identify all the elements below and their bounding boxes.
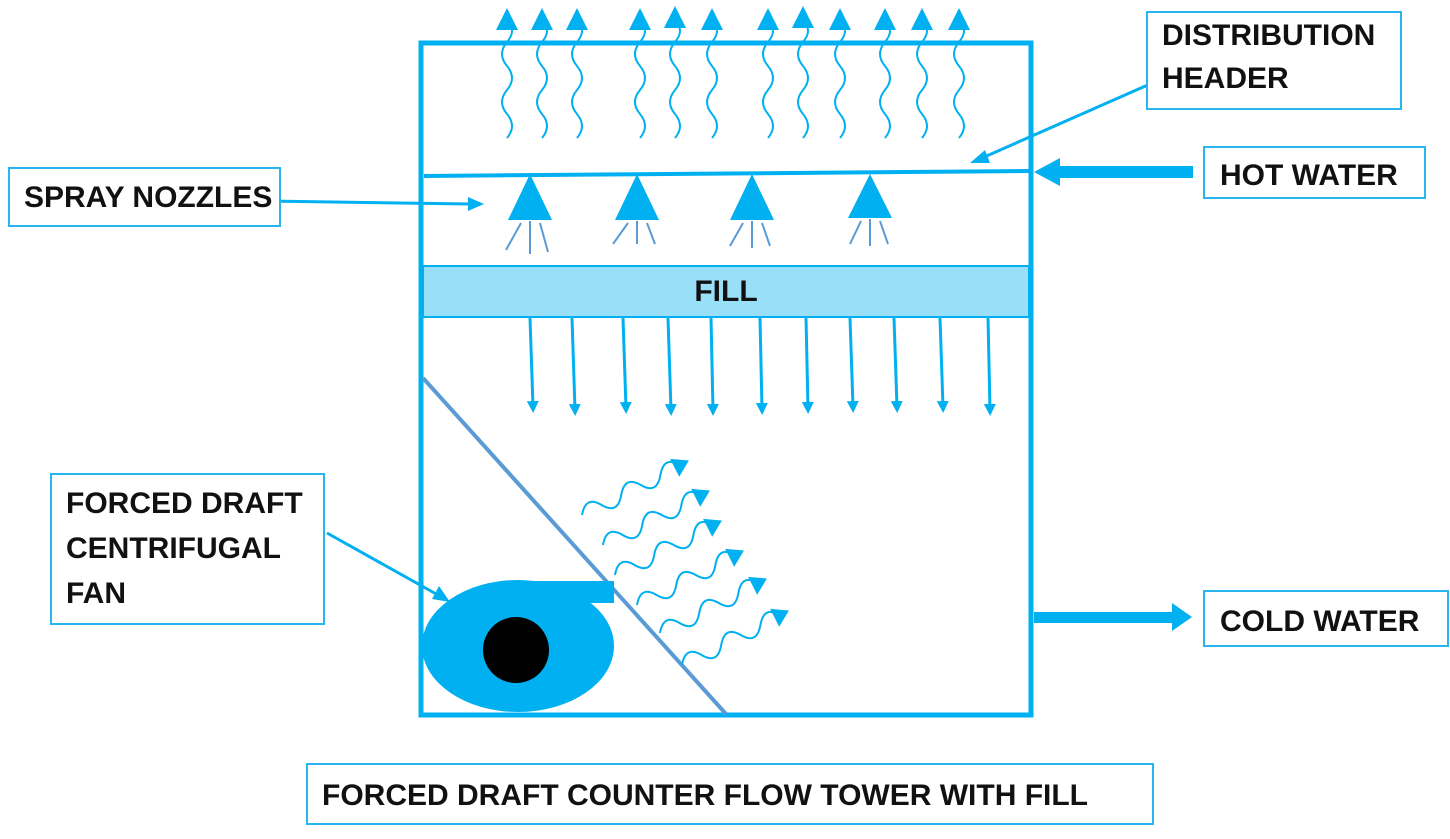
cold-water-text: COLD WATER — [1220, 605, 1420, 638]
water-drop-arrow — [619, 317, 632, 414]
distribution-header-pointer — [970, 82, 1151, 163]
distribution-header-line1: DISTRIBUTION — [1162, 19, 1376, 52]
forced-draft-line2: CENTRIFUGAL — [66, 532, 281, 565]
cold-water-outlet-arrow — [1034, 603, 1192, 631]
water-drop-arrow — [801, 317, 814, 414]
caption-text: FORCED DRAFT COUNTER FLOW TOWER WITH FIL… — [322, 779, 1089, 812]
hot-water-text: HOT WATER — [1220, 159, 1398, 192]
spray-nozzle — [848, 174, 892, 246]
water-drop-arrows — [526, 317, 996, 416]
spray-nozzle — [505, 174, 552, 254]
forced-draft-fan-label: FORCED DRAFT CENTRIFUGAL FAN — [50, 473, 325, 625]
air-flow-arrows — [581, 458, 789, 666]
fill-label: FILL — [694, 275, 758, 308]
water-drop-arrow — [755, 317, 768, 415]
vapor-arrow — [874, 8, 896, 139]
fan-pointer — [326, 531, 450, 602]
air-flow-arrow — [636, 548, 744, 606]
air-flow-arrow — [581, 458, 689, 516]
tower-outline — [418, 40, 1034, 718]
exhaust-vapor-arrows — [496, 6, 970, 139]
vapor-arrow — [829, 8, 851, 139]
vapor-arrow — [701, 8, 723, 139]
water-drop-arrow — [890, 317, 903, 413]
hot-water-inlet-arrow — [1034, 158, 1193, 186]
vapor-arrow — [792, 6, 814, 139]
water-drop-arrow — [664, 317, 677, 416]
hot-water-label: HOT WATER — [1203, 146, 1426, 199]
water-drop-arrow — [936, 317, 949, 413]
vapor-arrow — [664, 6, 686, 139]
air-flow-arrow — [659, 576, 767, 634]
air-flow-arrow — [614, 518, 722, 576]
water-drop-arrow — [983, 317, 996, 416]
water-drop-arrow — [846, 317, 859, 413]
distribution-header-line2: HEADER — [1162, 62, 1289, 95]
cold-water-label: COLD WATER — [1203, 590, 1449, 647]
fan-hub — [483, 617, 549, 683]
diagram-caption: FORCED DRAFT COUNTER FLOW TOWER WITH FIL… — [306, 763, 1154, 825]
vapor-arrow — [566, 8, 588, 139]
spray-nozzle — [612, 174, 659, 245]
water-drop-arrow — [706, 317, 719, 416]
forced-draft-line3: FAN — [66, 577, 126, 610]
spray-nozzle — [729, 174, 774, 248]
spray-nozzles-pointer — [265, 197, 484, 211]
fill-band — [422, 265, 1030, 318]
forced-draft-line1: FORCED DRAFT — [66, 487, 303, 520]
distribution-header-pipe — [423, 169, 1032, 178]
vapor-arrow — [496, 8, 518, 139]
vapor-arrow — [757, 8, 779, 139]
air-baffle — [421, 376, 728, 716]
water-drop-arrow — [526, 317, 539, 413]
distribution-header-label: DISTRIBUTION HEADER — [1146, 11, 1402, 110]
air-flow-arrow — [602, 488, 710, 546]
vapor-arrow — [531, 8, 553, 139]
air-flow-arrow — [681, 608, 789, 666]
spray-nozzles-text: SPRAY NOZZLES — [24, 181, 273, 214]
spray-nozzles — [505, 174, 892, 254]
vapor-arrow — [948, 8, 970, 139]
vapor-arrow — [911, 8, 933, 139]
centrifugal-fan — [422, 580, 614, 712]
spray-nozzles-label: SPRAY NOZZLES — [8, 167, 281, 227]
water-drop-arrow — [568, 317, 581, 416]
vapor-arrow — [629, 8, 651, 139]
